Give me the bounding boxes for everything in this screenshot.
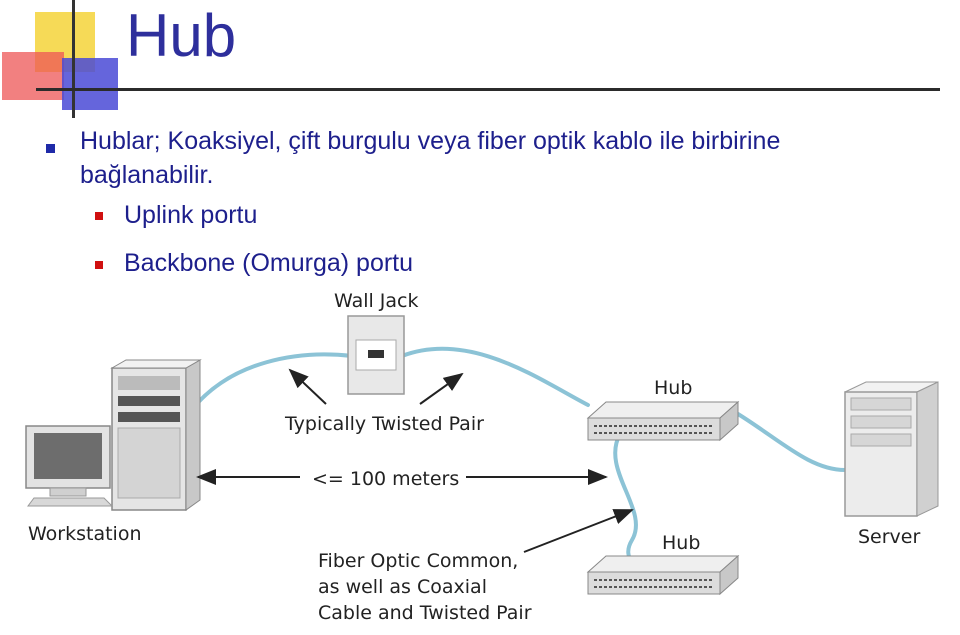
label-server: Server xyxy=(858,526,920,548)
cable-walljack-to-hub xyxy=(400,346,590,407)
deco-vertical-line xyxy=(72,0,75,118)
cable-hub-to-hub xyxy=(613,432,650,569)
workstation-monitor xyxy=(25,425,114,507)
label-wall-jack: Wall Jack xyxy=(334,290,419,312)
deco-blue-square xyxy=(62,58,118,110)
sub-bullet-backbone: Backbone (Omurga) portu xyxy=(124,249,414,277)
arrow-to-fiber xyxy=(523,509,634,553)
sub-bullet-uplink: Uplink portu xyxy=(124,201,258,229)
cables xyxy=(188,346,847,569)
label-fiber-line2: as well as Coaxial xyxy=(318,576,487,598)
title-divider xyxy=(36,88,940,91)
server xyxy=(844,381,939,517)
cable-workstation-to-walljack xyxy=(188,352,354,414)
bullet-text-line2: bağlanabilir. xyxy=(80,161,214,189)
corner-decoration xyxy=(0,0,130,120)
workstation-tower xyxy=(110,359,202,511)
label-fiber-line3: Cable and Twisted Pair xyxy=(318,602,532,624)
arrow-to-left-cable xyxy=(288,368,327,405)
label-twisted-pair: Typically Twisted Pair xyxy=(284,413,484,435)
hub-bottom xyxy=(586,554,740,596)
sub-bullet-icon xyxy=(95,212,103,220)
wall-jack xyxy=(347,315,405,395)
bullet-icon xyxy=(46,144,55,153)
label-hub-top: Hub xyxy=(654,377,692,399)
label-hub-bottom: Hub xyxy=(662,532,700,554)
sub-bullet-icon xyxy=(95,261,103,269)
label-workstation: Workstation xyxy=(28,523,142,545)
slide-title: Hub xyxy=(126,2,237,69)
arrows xyxy=(196,368,634,553)
cable-hub-to-server xyxy=(736,412,847,472)
bullet-text-line1: Hublar; Koaksiyel, çift burgulu veya fib… xyxy=(80,127,781,155)
hub-top xyxy=(586,400,740,442)
label-distance: <= 100 meters xyxy=(312,468,459,490)
network-diagram: Wall Jack Typically Twisted Pair <= 100 … xyxy=(25,290,939,624)
deco-red-square xyxy=(2,52,64,100)
arrow-to-right-cable xyxy=(419,372,464,405)
label-fiber-line1: Fiber Optic Common, xyxy=(318,550,518,572)
